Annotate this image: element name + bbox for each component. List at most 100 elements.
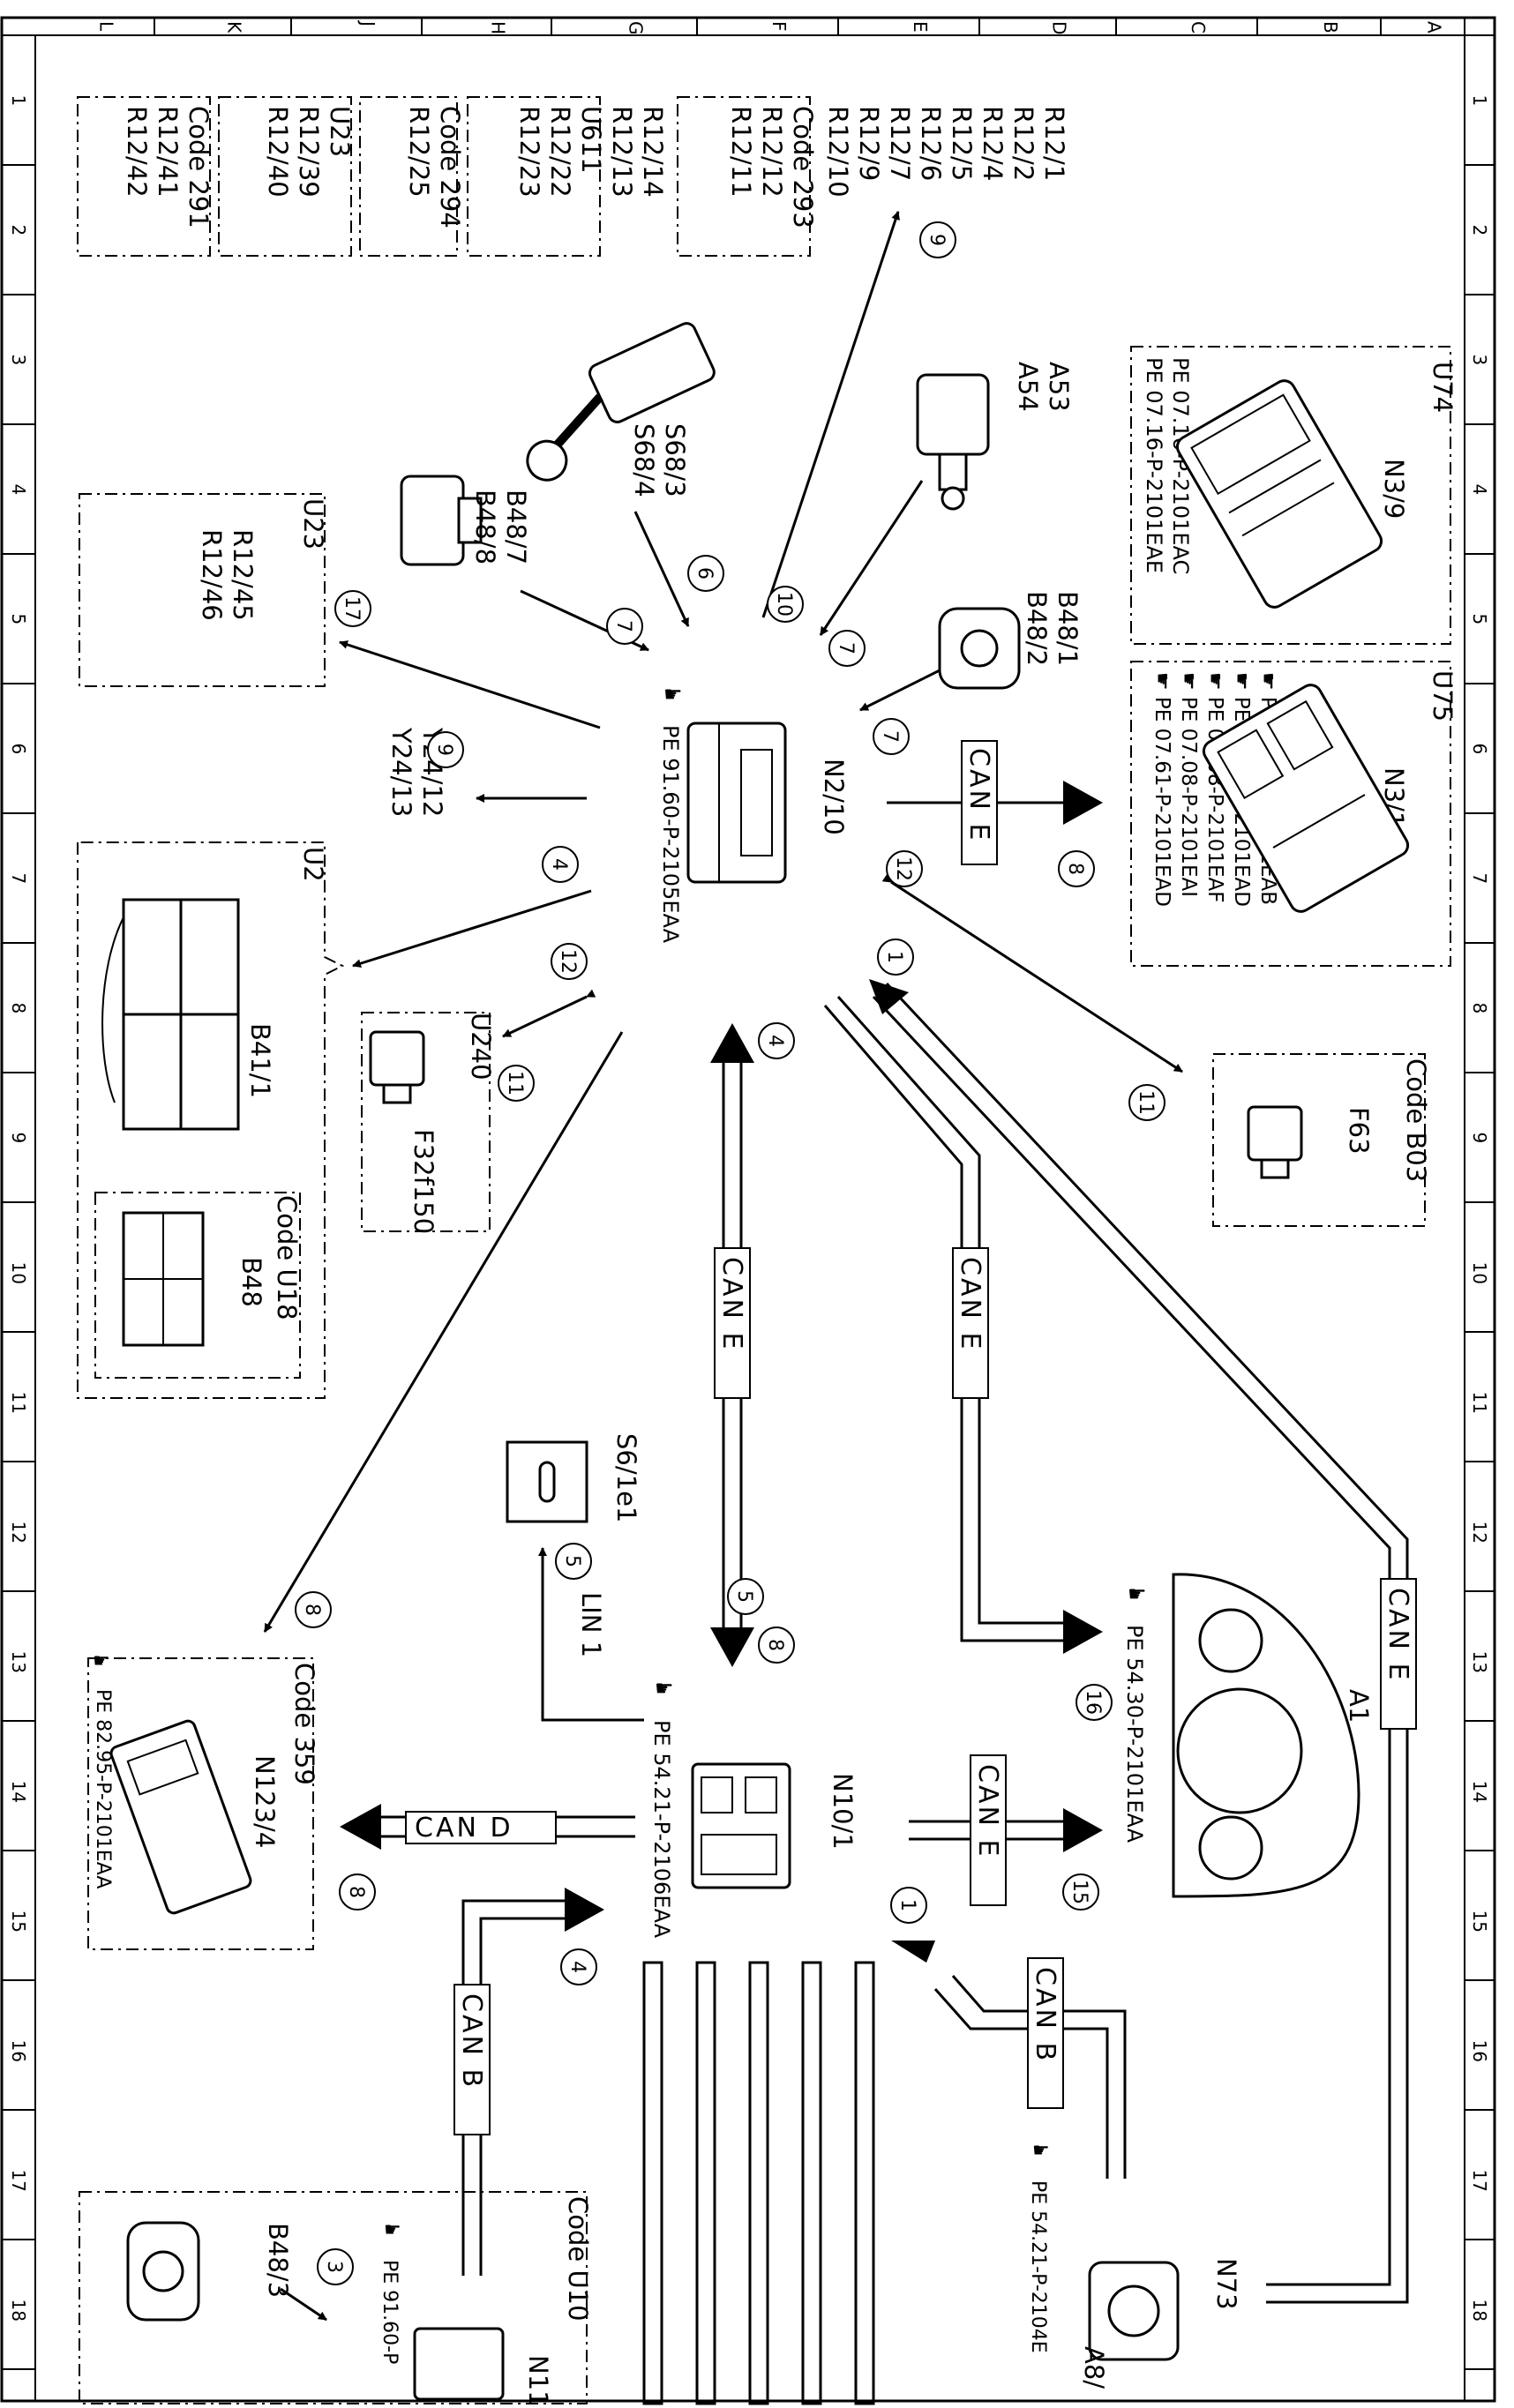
u23a-item: R12/39 [294, 106, 324, 198]
column-label: E [910, 21, 931, 33]
ecu-n3-10-icon [1202, 684, 1410, 913]
ignition-n73-icon [1088, 2261, 1180, 2361]
callout-marker-label: 3 [323, 2261, 345, 2273]
can-e-center-label: CAN E [716, 1257, 747, 1351]
row-label: 3 [8, 355, 29, 366]
callout-marker: 15 [1062, 1873, 1099, 1911]
u74-ref: PE 07.16-P-2101EAE [1142, 357, 1166, 573]
code-u18-box [94, 1192, 301, 1379]
row-label: 5 [1469, 614, 1490, 625]
n73-book-icon: ☛ [1032, 2140, 1050, 2162]
code-b03-id: F63 [1344, 1107, 1374, 1155]
row-label: 2 [1469, 225, 1490, 236]
lin-line [538, 1547, 644, 1722]
code-u18-id: B48 [236, 1257, 266, 1307]
b48-1-item: B48/1 [1053, 591, 1083, 666]
code291-title: Code 291 [184, 106, 214, 228]
callout-marker: 8 [339, 1873, 376, 1911]
callout-marker-label: 11 [1135, 1090, 1157, 1115]
row-label: 13 [8, 1651, 29, 1673]
callout-marker-label: 17 [341, 596, 363, 621]
link-7-b48-1 [859, 669, 941, 712]
n10-1-ref: PE 54.21-P-2106EAA [649, 1720, 674, 1939]
can-b-left-line-2 [479, 1917, 565, 2276]
n2-10-id: N2/10 [819, 759, 849, 835]
can-b-right-line [933, 1988, 1109, 2179]
u75-box [1130, 661, 1451, 967]
mat-b41-1-icon [101, 898, 240, 1131]
stalk-s68-icon [526, 322, 716, 482]
u611-item: R12/22 [545, 106, 575, 198]
callout-marker: 8 [295, 1591, 332, 1628]
callout-marker-label: 8 [1064, 863, 1086, 875]
code291-item: R12/41 [153, 106, 183, 198]
row-label: 18 [8, 2300, 29, 2322]
u240-id: F32f150 [408, 1129, 438, 1234]
u75-title: U75 [1428, 670, 1458, 722]
code294-item: R12/25 [404, 106, 434, 198]
row-label: 9 [1469, 1133, 1490, 1144]
code293-item: R12/12 [757, 106, 787, 198]
row-label: 16 [8, 2040, 29, 2062]
u611-title: U611 [576, 106, 606, 174]
callout-marker: 8 [1058, 850, 1095, 887]
n2-10-book-icon: ☛ [663, 682, 683, 707]
s68-item: S68/3 [660, 423, 690, 497]
u23b-item: R12/46 [197, 529, 227, 621]
row-label: 1 [8, 95, 29, 107]
row-label: 14 [1469, 1781, 1490, 1803]
row-label: 12 [1469, 1522, 1490, 1544]
callout-marker: 7 [873, 718, 910, 755]
row-label: 15 [1469, 1911, 1490, 1933]
can-b-right-label: CAN B [1030, 1967, 1061, 2063]
column-label: A [1424, 21, 1445, 34]
code293-box [677, 96, 811, 257]
module-n10-1-icon [691, 1762, 791, 1889]
callout-marker: 9 [919, 221, 956, 258]
code-b03-box [1212, 1053, 1426, 1227]
code359-ref: PE 82.95-P-2101EAA [92, 1689, 114, 1888]
row-label: 11 [1469, 1392, 1490, 1414]
can-e-a1-line [823, 1005, 1068, 1642]
can-b-left-label: CAN B [456, 1993, 487, 2090]
u23a-item: R12/40 [263, 106, 293, 198]
can-e-a1-label-box [952, 1247, 989, 1399]
callout-marker: 9 [427, 731, 464, 768]
can-d-label-box [405, 1811, 557, 1844]
column-label: D [1049, 21, 1070, 34]
column-label: C [1188, 21, 1209, 34]
can-d-arrow [340, 1804, 381, 1850]
callout-marker-label: 8 [301, 1604, 323, 1616]
a1-book-icon: ☛ [1128, 1582, 1147, 1606]
switch-s6-1e1-icon [506, 1440, 588, 1523]
callout-marker: 12 [551, 943, 588, 980]
loose-g-item: R12/14 [638, 106, 668, 198]
callout-marker-label: 5 [733, 1590, 755, 1603]
row-label: 12 [8, 1522, 29, 1544]
n73-sub: A8/ [1079, 2346, 1109, 2389]
callout-marker: 4 [542, 846, 579, 883]
row-label: 10 [1469, 1262, 1490, 1284]
outer-frame [0, 16, 1496, 2403]
u611-item: R12/23 [514, 106, 544, 198]
callout-marker: 7 [828, 630, 866, 667]
row-label: 3 [1469, 355, 1490, 366]
column-label: F [768, 21, 790, 32]
code359-id: N123/4 [250, 1755, 280, 1848]
link-6-s68 [633, 511, 690, 627]
callout-marker: 12 [886, 850, 923, 887]
lin-label: LIN 1 [576, 1592, 606, 1657]
callout-marker-label: 9 [433, 744, 455, 756]
row-label: 17 [8, 2170, 29, 2192]
callout-marker-label: 4 [548, 858, 570, 871]
callout-marker-label: 7 [879, 730, 901, 743]
u23b-title: U23 [298, 498, 328, 550]
link-11-u240 [502, 989, 596, 1038]
u240-title: U240 [466, 1013, 496, 1081]
loose-right-item: R12/9 [854, 106, 884, 181]
fuse-f32f150-icon [369, 1030, 425, 1104]
sensor-b48-7-icon [400, 475, 483, 566]
